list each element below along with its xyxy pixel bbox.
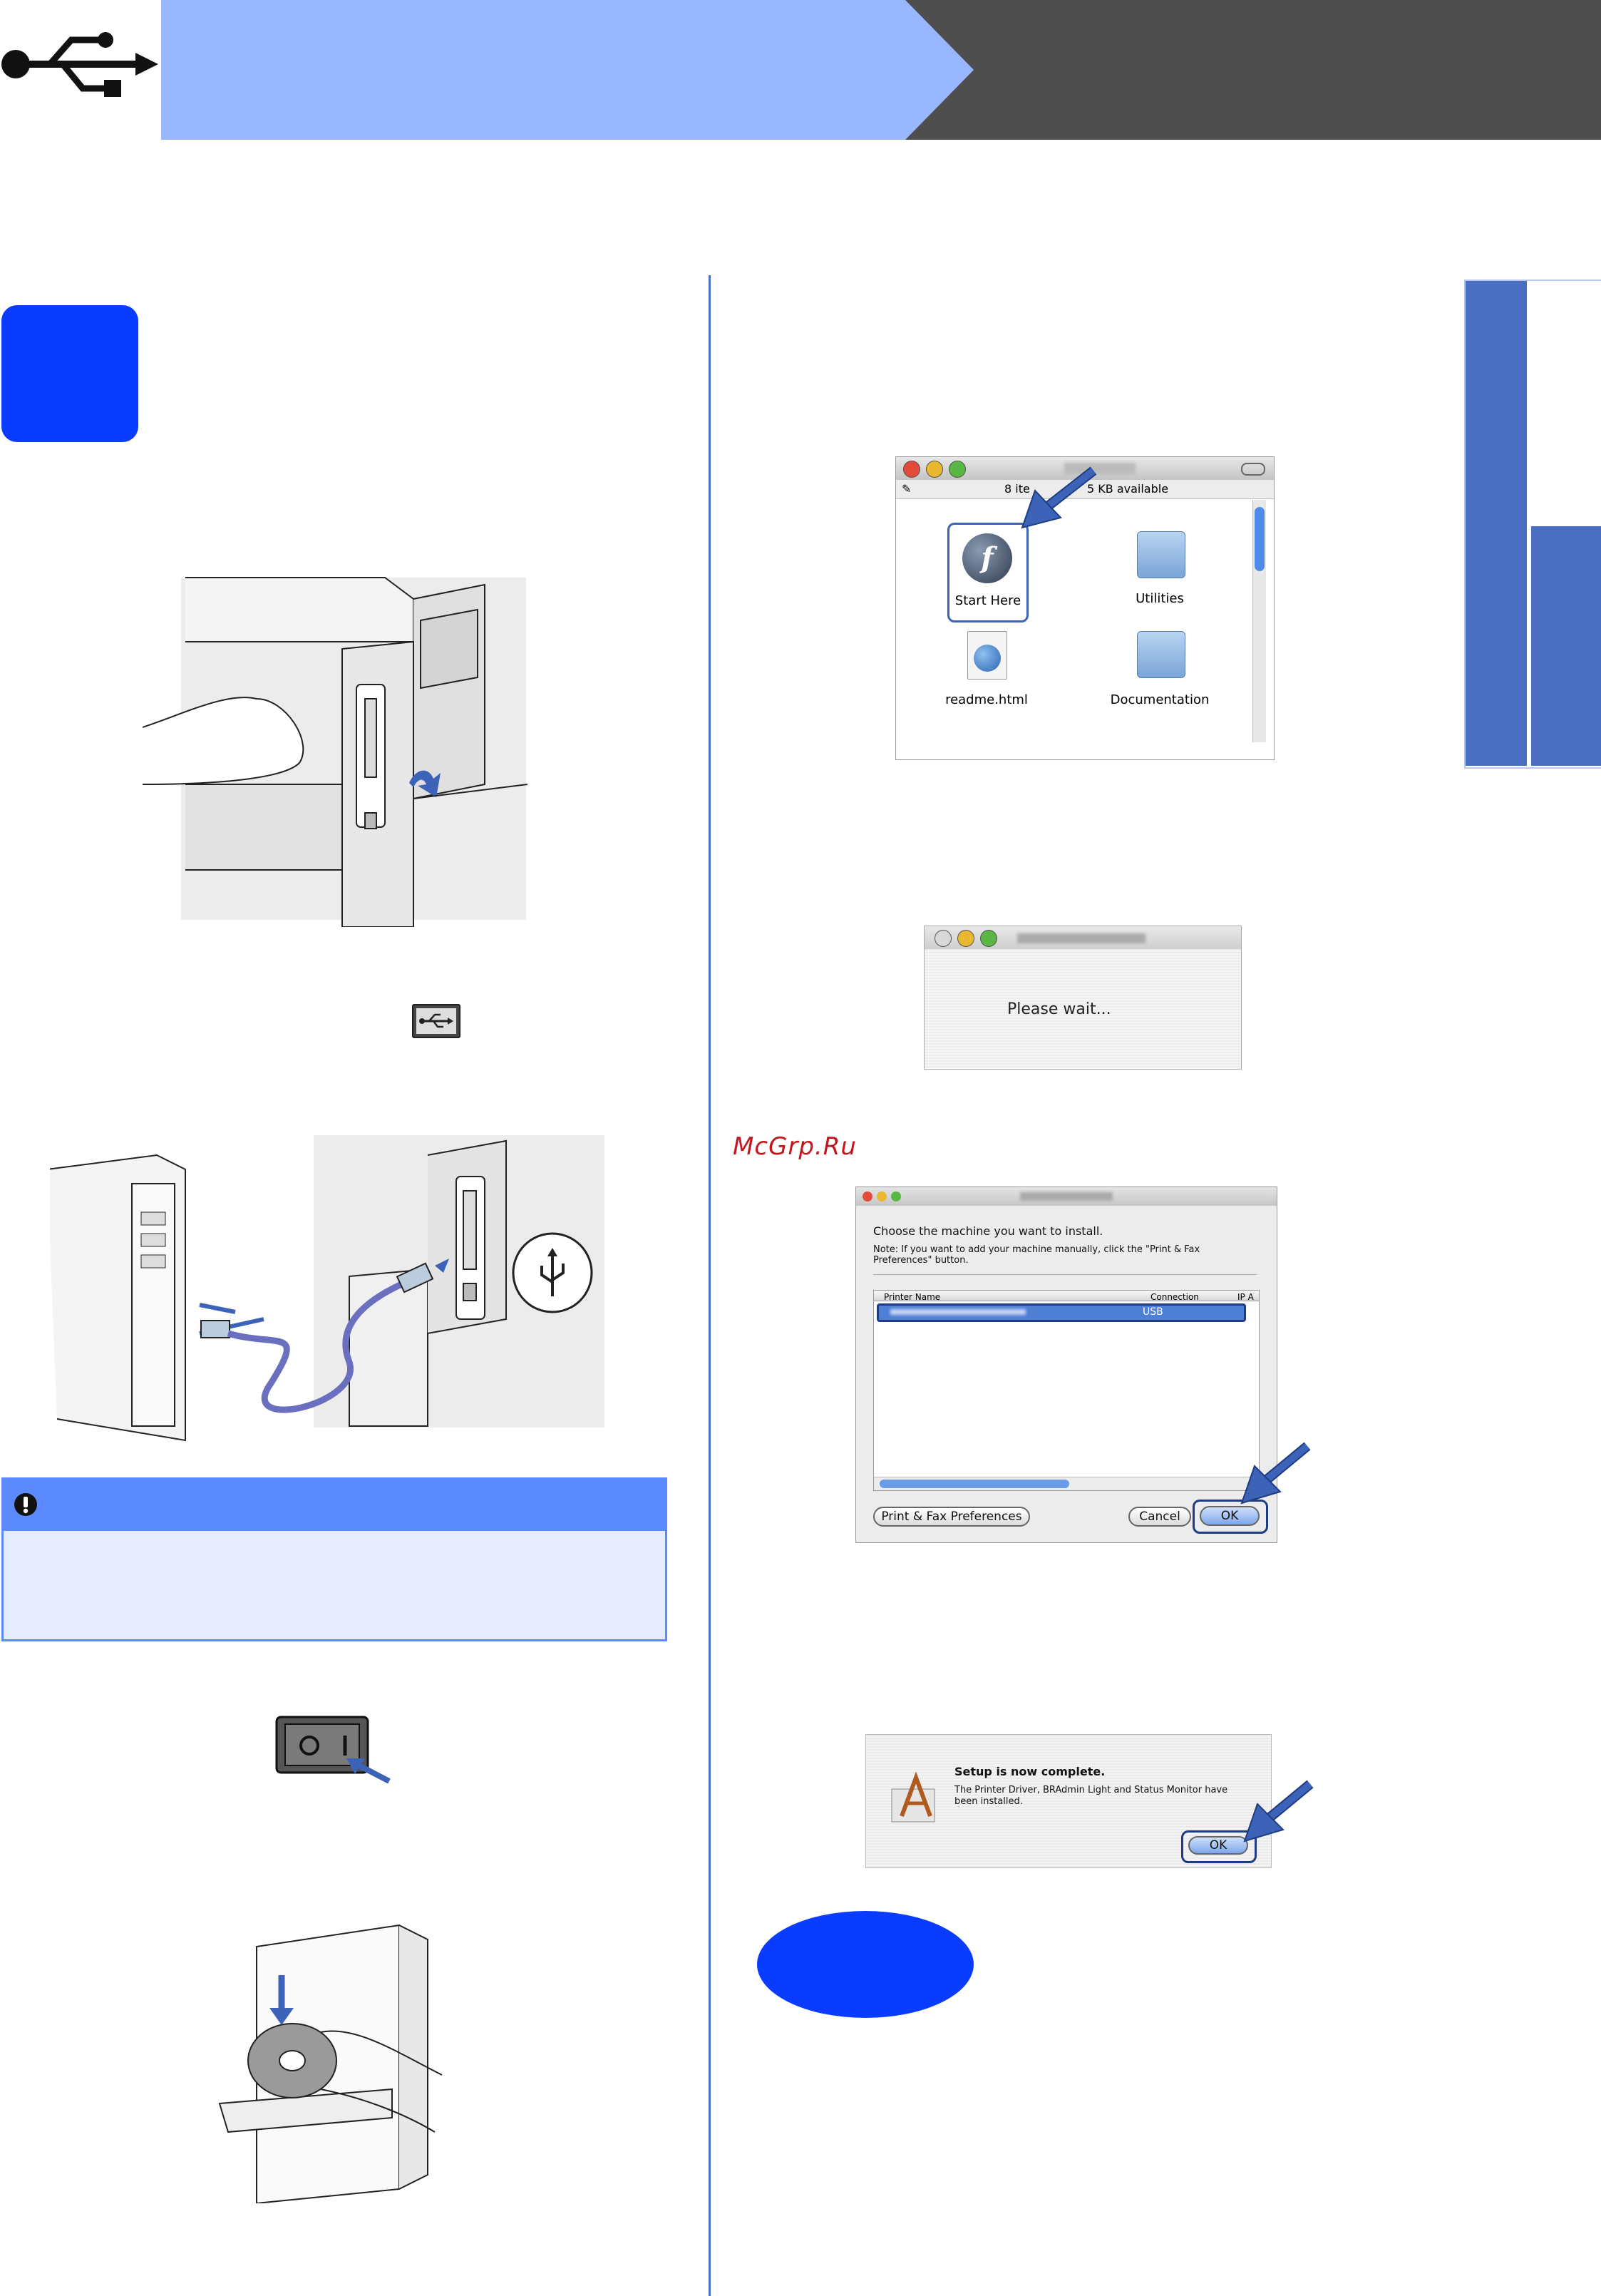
ok-button[interactable]: OK <box>1200 1506 1260 1526</box>
folder-icon <box>1137 631 1185 678</box>
step-number-box <box>1 305 138 442</box>
col-connection[interactable]: Connection <box>1150 1292 1199 1301</box>
printer-name-blur <box>890 1309 1026 1315</box>
toolbar-toggle-button[interactable] <box>1241 463 1265 476</box>
side-tab-dark <box>1466 281 1527 766</box>
power-switch-illustration <box>275 1716 396 1787</box>
utilities-label: Utilities <box>1136 591 1184 606</box>
side-tab-lower <box>1531 526 1601 766</box>
window-title-blur <box>1017 933 1146 943</box>
window-title-blur <box>1064 463 1136 474</box>
cd-insert-illustration <box>214 1918 449 2205</box>
choose-machine-dialog: Choose the machine you want to install. … <box>855 1187 1277 1543</box>
choose-note: Note: If you want to add your machine ma… <box>873 1244 1200 1266</box>
col-printer-name[interactable]: Printer Name <box>884 1292 941 1301</box>
print-fax-preferences-button[interactable]: Print & Fax Preferences <box>873 1507 1030 1527</box>
important-note-bar <box>4 1480 665 1531</box>
zoom-dot[interactable] <box>949 461 966 478</box>
dialog-titlebar <box>856 1187 1277 1206</box>
window-controls[interactable] <box>862 1191 905 1205</box>
horizontal-scrollbar[interactable] <box>874 1477 1259 1490</box>
installer-icon <box>887 1768 944 1825</box>
utilities-item[interactable]: Utilities <box>1110 531 1210 617</box>
pin-icon: ✎ <box>902 482 912 496</box>
header-band-shapes <box>161 0 1601 140</box>
ok-highlight <box>1181 1830 1257 1863</box>
minimize-dot[interactable] <box>926 461 943 478</box>
window-title-blur <box>1020 1192 1113 1201</box>
ok-button[interactable]: OK <box>1188 1836 1248 1855</box>
col-ip[interactable]: IP A <box>1237 1292 1254 1301</box>
html-file-icon <box>967 631 1007 680</box>
start-here-label: Start Here <box>954 593 1021 608</box>
readme-item[interactable]: readme.html <box>933 631 1040 717</box>
usb-cable-illustration <box>46 1134 606 1455</box>
window-controls[interactable] <box>903 461 972 481</box>
cancel-button[interactable]: Cancel <box>1128 1507 1191 1527</box>
row-connection: USB <box>1143 1306 1163 1318</box>
list-header: Printer Name Connection IP A <box>874 1291 1259 1301</box>
finder-window: ✎ 8 ite 5 KB available f Start Here Util… <box>895 456 1275 760</box>
printer-back-illustration <box>142 570 528 928</box>
finish-badge <box>757 1911 974 2018</box>
please-wait-text: Please wait... <box>1007 1000 1111 1018</box>
pointer-arrow-icon <box>1240 1442 1312 1506</box>
documentation-item[interactable]: Documentation <box>1103 631 1217 717</box>
folder-icon <box>1137 531 1185 578</box>
flash-icon: f <box>962 533 1012 583</box>
separator <box>873 1274 1257 1275</box>
column-divider <box>709 275 711 2296</box>
pointer-arrow-icon <box>1243 1780 1314 1844</box>
table-row[interactable]: USB <box>877 1303 1246 1322</box>
machine-list[interactable]: Printer Name Connection IP A USB <box>873 1290 1260 1491</box>
finder-status-right: 5 KB available <box>1087 482 1169 496</box>
scroll-thumb[interactable] <box>880 1480 1069 1488</box>
ok-highlight <box>1193 1500 1268 1534</box>
window-controls[interactable] <box>935 930 1003 950</box>
close-dot[interactable] <box>903 461 920 478</box>
choose-heading: Choose the machine you want to install. <box>873 1224 1103 1238</box>
usb-port-icon <box>412 1004 460 1038</box>
pointer-arrow-icon <box>1019 466 1098 531</box>
setup-complete-body: The Printer Driver, BRAdmin Light and St… <box>954 1785 1228 1807</box>
header-band <box>0 0 1601 140</box>
scroll-thumb[interactable] <box>1255 507 1265 571</box>
please-wait-dialog: Please wait... <box>924 926 1242 1070</box>
watermark: McGrp.Ru <box>733 1132 857 1161</box>
finder-scrollbar[interactable] <box>1252 500 1266 742</box>
setup-complete-dialog: Setup is now complete. The Printer Drive… <box>865 1734 1272 1868</box>
start-here-item[interactable]: f Start Here <box>947 523 1029 622</box>
setup-complete-title: Setup is now complete. <box>954 1765 1106 1778</box>
exclamation-icon <box>14 1492 38 1517</box>
readme-label: readme.html <box>945 692 1028 707</box>
dialog-titlebar <box>925 926 1241 949</box>
finder-status-left: 8 ite <box>1004 482 1030 496</box>
documentation-label: Documentation <box>1110 692 1210 707</box>
important-note-box <box>1 1477 667 1641</box>
usb-icon <box>0 26 160 114</box>
